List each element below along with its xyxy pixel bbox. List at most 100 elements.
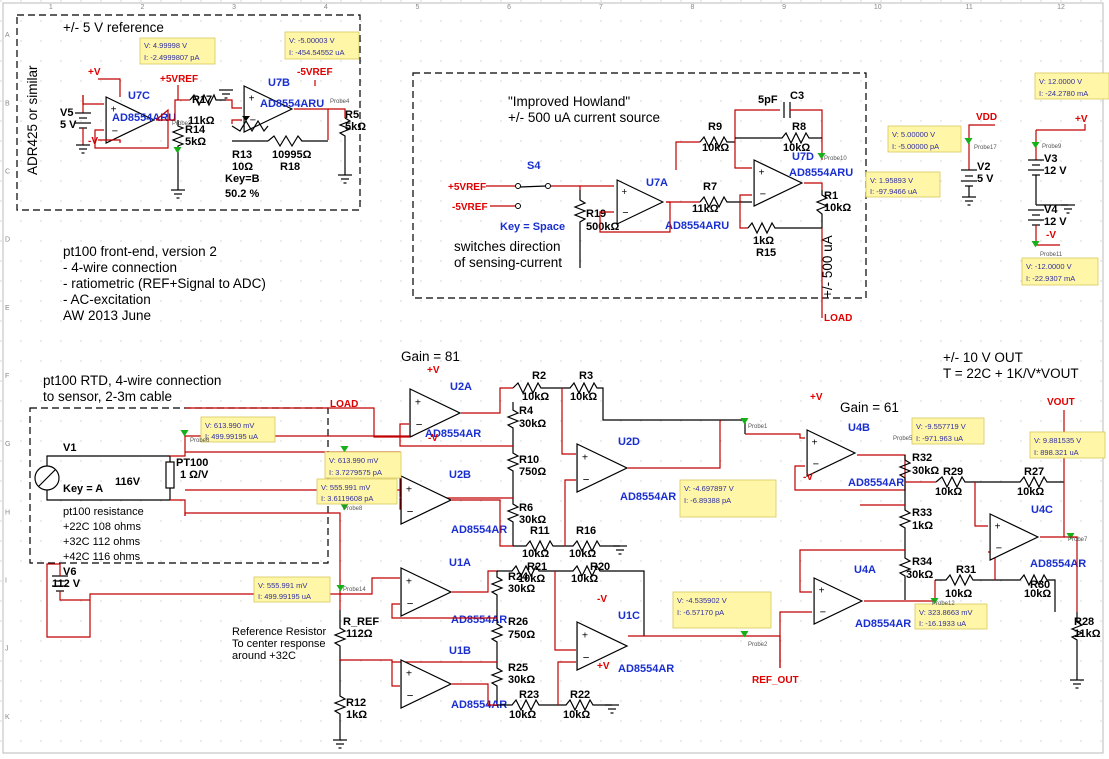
- s4-key: Key = Space: [500, 221, 565, 233]
- border-row-label: J: [5, 646, 9, 653]
- net-m5vref-top: -5VREF: [297, 67, 333, 78]
- probe-readout-6[interactable]: V: -12.0000 V I: -22.9307 mA: [1021, 257, 1099, 286]
- probe-readout-7[interactable]: V: 613.990 mV I: 499.99195 uA: [200, 416, 276, 443]
- r5-value: 5kΩ: [345, 121, 366, 133]
- probe-tag-1: Probe3: [172, 121, 192, 127]
- battery-v4[interactable]: [1028, 209, 1060, 246]
- net-load-rtd: LOAD: [330, 399, 358, 410]
- u4c-label: U4C: [1031, 504, 1053, 516]
- probe-readout-1[interactable]: V: 4.99998 V I: -2.4999807 pA: [139, 37, 216, 65]
- u2a-vplus: +V: [427, 365, 440, 376]
- r16-value: 10kΩ: [569, 548, 596, 560]
- probe-tag-9: Probe14: [343, 587, 366, 593]
- r11-label: R11: [530, 525, 550, 537]
- probe-1-voltage: V: 4.99998 V: [144, 41, 187, 50]
- rref-label: R_REF: [343, 616, 379, 628]
- current-note: +/- 500 uA: [820, 235, 835, 298]
- border-row-label: D: [5, 237, 10, 244]
- u7c-vminus: -V: [88, 136, 98, 147]
- probe-readout-5[interactable]: V: 1.95893 V I: -97.9466 uA: [865, 171, 941, 198]
- r28-label: R28: [1074, 616, 1094, 628]
- probe-13-current: I: 499.99195 uA: [258, 592, 311, 601]
- probe-14-current: I: -6.57170 pA: [677, 608, 724, 617]
- note-line-4: - AC-excitation: [63, 292, 151, 307]
- note-line-5: AW 2013 June: [63, 308, 151, 323]
- rtd-title-2: to sensor, 2-3m cable: [43, 389, 172, 404]
- u2a-part: AD8554AR: [425, 428, 481, 440]
- probe-tag-10: Probe1: [748, 424, 768, 430]
- r22-value: 10kΩ: [563, 709, 590, 721]
- howland-block: "Improved Howland" +/- 500 uA current so…: [412, 72, 867, 324]
- output-note-1: +/- 10 V OUT: [943, 350, 1023, 365]
- border-row-label: A: [5, 32, 10, 39]
- u4a-label: U4A: [854, 564, 876, 576]
- r25-value: 30kΩ: [508, 674, 535, 686]
- r25-label: R25: [508, 662, 528, 674]
- probe-readout-14[interactable]: V: -4.535902 V I: -6.57170 pA: [672, 591, 772, 629]
- r21-label: R21: [527, 561, 547, 573]
- note-line-3: - ratiometric (REF+Signal to ADC): [63, 276, 266, 291]
- r13-key: Key=B: [225, 173, 260, 185]
- r16-label: R16: [576, 525, 596, 537]
- probe-readout-4[interactable]: V: 5.00000 V I: -5.00000 pA: [887, 125, 962, 153]
- r8-value: 10kΩ: [783, 142, 810, 154]
- u2a-vminus: -V: [428, 433, 438, 444]
- net-load-howland: LOAD: [824, 313, 852, 324]
- probe-readout-11[interactable]: V: -9.557719 V I: -971.963 uA: [911, 417, 985, 445]
- v2-label: V2: [977, 161, 990, 173]
- refres-note-3: around +32C: [232, 650, 296, 662]
- border-column-label: 10: [874, 4, 882, 11]
- r10-label: R10: [519, 454, 539, 466]
- probe-readout-13[interactable]: V: 555.991 mV I: 499.99195 uA: [253, 576, 331, 603]
- adr-note: ADR425 or similar: [25, 65, 40, 175]
- r23-value: 10kΩ: [509, 709, 536, 721]
- probe-readout-3[interactable]: V: 12.0000 V I: -24.2780 mA: [1034, 72, 1109, 100]
- pt100-label: PT100: [176, 457, 208, 469]
- probe-readout-15[interactable]: V: 323.8663 mV I: -16.1933 uA: [914, 603, 988, 630]
- border-column-label: 1: [49, 4, 53, 11]
- r21-value: 10kΩ: [518, 573, 545, 585]
- probe-tag-13: Probe2: [748, 642, 768, 648]
- u4b-label: U4B: [848, 422, 870, 434]
- probe-14-voltage: V: -4.535902 V: [677, 596, 727, 605]
- net-vplus-supply: +V: [1075, 114, 1088, 125]
- probe-4-current: I: -5.00000 pA: [892, 142, 939, 151]
- v4-value: 12 V: [1044, 216, 1067, 228]
- probe-6-current: I: -22.9307 mA: [1026, 274, 1075, 283]
- u2a-label: U2A: [450, 381, 472, 393]
- r17-value: 11kΩ: [188, 115, 215, 127]
- r7-label: R7: [703, 181, 717, 193]
- probe-readout-10[interactable]: V: -4.697897 V I: -6.89388 pA: [679, 479, 777, 518]
- r4-value: 30kΩ: [519, 418, 546, 430]
- u7a-part: AD8554ARU: [665, 220, 729, 232]
- probe-1-current: I: -2.4999807 pA: [144, 53, 199, 62]
- r14-label: R14: [185, 124, 206, 136]
- refres-note-2: To center response: [232, 638, 326, 650]
- r15-label: R15: [756, 247, 776, 259]
- border-column-label: 6: [507, 4, 511, 11]
- probe-readout-8[interactable]: V: 613.990 mV I: 3.7279575 pA: [324, 451, 402, 479]
- v3-label: V3: [1044, 153, 1057, 165]
- r5-label: R5: [345, 109, 359, 121]
- r29-label: R29: [943, 466, 963, 478]
- battery-v3[interactable]: [1028, 130, 1044, 205]
- border-row-label: F: [5, 373, 9, 380]
- u1b-label: U1B: [449, 645, 471, 657]
- r10-value: 750Ω: [519, 466, 546, 478]
- v6-value: 112 V: [52, 578, 81, 590]
- border-row-label: K: [5, 714, 10, 721]
- r14-value: 5kΩ: [185, 136, 206, 148]
- switch-s4[interactable]: [486, 183, 551, 209]
- u7c-label: U7C: [128, 90, 150, 102]
- border-row-label: C: [5, 168, 10, 175]
- border-column-label: 12: [1057, 4, 1065, 11]
- r30-value: 10kΩ: [1024, 588, 1051, 600]
- probe-readout-12[interactable]: V: 9.881535 V I: 898.321 uA: [1029, 431, 1106, 459]
- probe-readout-2[interactable]: V: -5.00003 V I: -454.54552 uA: [284, 31, 360, 60]
- u7c-part: AD8554ARU: [112, 112, 176, 124]
- r34-label: R34: [912, 556, 933, 568]
- border-column-label: 11: [966, 4, 973, 11]
- probe-readout-9[interactable]: V: 555.991 mV I: 3.6119608 pA: [316, 478, 398, 505]
- reference-title: +/- 5 V reference: [63, 20, 164, 35]
- r20-label: R20: [590, 561, 610, 573]
